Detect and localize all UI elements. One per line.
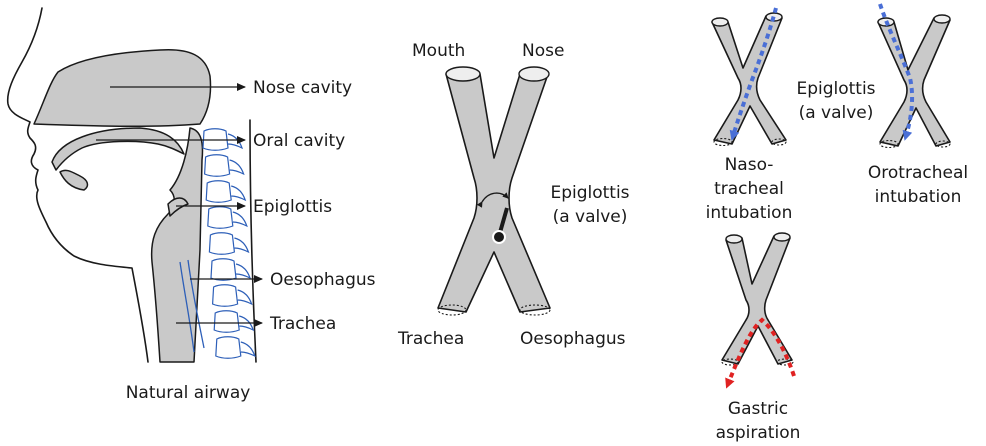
vertebra (208, 207, 233, 229)
label-epiglottis: Epiglottis (253, 197, 332, 217)
valve-pivot (493, 231, 505, 243)
vertebra (211, 259, 236, 281)
nose-opening (519, 67, 549, 81)
tongue-shape (60, 170, 87, 190)
scenarios-panel: Epiglottis (a valve) Naso- tracheal intu… (706, 4, 968, 443)
vertebra (213, 285, 238, 307)
mouth-opening (446, 67, 480, 81)
label-valve-line1: Epiglottis (550, 183, 629, 203)
vertebra-process (233, 212, 247, 226)
vertebra-process (234, 238, 248, 252)
vertebra (206, 181, 231, 203)
label-trachea: Trachea (269, 314, 336, 334)
nose-cavity-shape (34, 50, 211, 127)
label-valve-line2: (a valve) (553, 207, 628, 227)
caption-natural-airway: Natural airway (126, 383, 251, 403)
label-trachea-end: Trachea (397, 329, 464, 349)
label-oesophagus: Oesophagus (270, 270, 376, 290)
caption-naso-line1: Naso- (725, 155, 774, 175)
caption-naso-line3: intubation (706, 203, 793, 223)
label-nose: Nose (522, 41, 564, 61)
caption-naso-line2: tracheal (714, 179, 784, 199)
vertebra (214, 311, 239, 333)
caption-gastric-line2: aspiration (716, 423, 801, 443)
label-mouth: Mouth (412, 41, 465, 61)
vertebra-process (236, 264, 250, 278)
vertebra (209, 233, 234, 255)
caption-oro-line1: Orotracheal (868, 163, 968, 183)
vertebra-process (241, 342, 255, 356)
caption-oro-line2: intubation (875, 187, 962, 207)
vertebra (205, 155, 230, 177)
vertebra-process (230, 160, 244, 174)
palate-shape (52, 128, 184, 170)
gastric-aspiration-diagram (722, 233, 794, 384)
natural-airway-panel: Nose cavity Oral cavity Epiglottis Oesop… (8, 8, 376, 403)
orotracheal-diagram (878, 4, 950, 148)
vertebra-process (231, 186, 245, 200)
vertebra (216, 337, 241, 359)
label-oral-cavity: Oral cavity (253, 131, 345, 151)
spine (203, 129, 255, 359)
naso-tracheal-diagram (712, 8, 786, 146)
scenario-valve-line2: (a valve) (799, 103, 874, 123)
label-oesophagus-end: Oesophagus (520, 329, 626, 349)
vertebra-process (238, 290, 252, 304)
label-nose-cavity: Nose cavity (253, 78, 352, 98)
vertebra-process (228, 134, 242, 148)
x-model-panel: Mouth Nose Epiglottis (a valve) Trachea … (397, 41, 630, 349)
pharynx-shape (152, 128, 203, 362)
caption-gastric-line1: Gastric (728, 399, 788, 419)
scenario-valve-line1: Epiglottis (796, 79, 875, 99)
